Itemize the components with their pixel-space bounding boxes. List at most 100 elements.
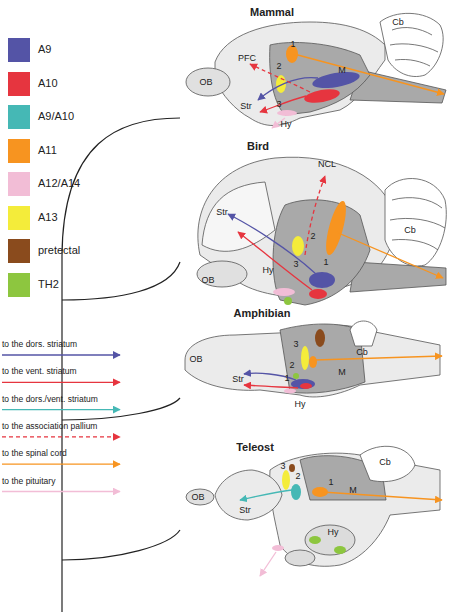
legend-line-sample: [2, 409, 120, 410]
cerebellum-shape: [360, 446, 415, 481]
projection-arrow: [258, 78, 318, 100]
legend-swatch: [8, 206, 30, 230]
legend-text: A13: [38, 212, 58, 223]
th2-nucleus: [293, 373, 299, 379]
projection-arrow: [322, 492, 442, 500]
legend-swatch: [8, 239, 30, 263]
a9-a10-nucleus: [291, 484, 301, 500]
legend-text: to the pituitary: [2, 477, 55, 486]
cerebellum-folia: [390, 198, 445, 250]
legend-line-sample: [2, 382, 120, 383]
amphibian-brain: [185, 321, 440, 397]
legend-swatch: [8, 38, 30, 62]
projection-arrow: [244, 385, 298, 388]
a9-nucleus: [311, 69, 361, 91]
legend-swatch: [8, 139, 30, 163]
taxon-title: Bird: [247, 141, 269, 152]
region-label: Hy: [328, 528, 339, 537]
region-label: 2: [310, 232, 315, 241]
projection-arrow: [315, 356, 442, 360]
legend-text: to the association pallium: [2, 422, 97, 431]
region-label: M: [338, 66, 346, 75]
region-label: 3: [276, 100, 281, 109]
cerebellum-shape: [380, 13, 443, 76]
taxon-title: Amphibian: [234, 308, 291, 319]
a13-nucleus: [282, 470, 290, 490]
a10-nucleus: [300, 383, 312, 389]
brainstem-shape: [350, 262, 446, 292]
a12-a14-nucleus: [277, 110, 297, 116]
amphibian-projections: [244, 356, 442, 388]
region-label: Hy: [295, 400, 306, 409]
mammal-brain: [186, 13, 446, 125]
legend-text: A9: [38, 44, 51, 55]
legend-text: A11: [38, 145, 57, 156]
legend-text: to the dors./vent. striatum: [2, 395, 98, 404]
olfactory-bulb: [186, 68, 230, 96]
region-label: 3: [293, 260, 298, 269]
region-label: M: [338, 368, 346, 377]
region-label: Str: [232, 375, 244, 384]
legend-swatch: [8, 105, 30, 129]
th2-nucleus: [334, 546, 346, 554]
tree-branch: [62, 530, 180, 560]
projection-arrow: [260, 96, 306, 112]
th2-nucleus: [284, 297, 292, 305]
legend-swatch: [8, 273, 30, 297]
legend-line-sample: [2, 354, 120, 355]
teleost-brain: [186, 446, 440, 566]
midbrain-region: [270, 42, 370, 115]
a13-nucleus: [292, 236, 304, 256]
region-label: Cb: [356, 348, 368, 357]
region-label: Cb: [392, 18, 404, 27]
olfactory-bulb: [186, 489, 214, 505]
region-label: Str: [239, 506, 251, 515]
bird-projections: [228, 176, 443, 290]
cerebellum-folia: [390, 28, 438, 66]
projection-arrow: [305, 176, 325, 255]
legend-swatch: [8, 172, 30, 196]
midbrain-region: [273, 200, 370, 305]
legend-text: A12/A14: [38, 178, 80, 189]
tree-trunk: [61, 258, 62, 612]
legend-text: to the spinal cord: [2, 449, 67, 458]
legend-line-sample: [2, 491, 120, 492]
taxon-title: Mammal: [250, 7, 294, 18]
region-label: 2: [289, 361, 294, 370]
region-label: 2: [295, 472, 300, 481]
region-label: 3: [280, 462, 285, 471]
a12-a14-nucleus: [273, 288, 295, 296]
region-label: Hy: [263, 266, 274, 275]
legend-line-samples: [2, 355, 120, 492]
pretectal-nucleus: [289, 464, 295, 472]
olfactory-bulb: [197, 261, 247, 287]
region-label: 1: [284, 374, 289, 383]
phylogeny-tree: [62, 118, 180, 612]
region-label: Str: [240, 102, 252, 111]
striatum-outline: [202, 182, 275, 251]
legend-swatch: [8, 72, 30, 96]
projection-arrow: [240, 490, 292, 500]
teleost-nuclei: [272, 464, 346, 554]
mammal-projections: [250, 54, 444, 128]
legend-text: to the dors. striatum: [2, 340, 77, 349]
a10-nucleus: [303, 87, 341, 105]
a11-nucleus: [322, 199, 350, 257]
projection-arrow: [336, 232, 443, 278]
cerebellum-shape: [385, 179, 446, 266]
projection-arrow: [238, 232, 312, 290]
region-label: OB: [201, 276, 214, 285]
amphibian-nuclei: [284, 329, 325, 394]
taxon-title: Teleost: [236, 442, 274, 453]
region-label: Cb: [404, 226, 416, 235]
mammal-nuclei: [276, 45, 361, 116]
hypothalamus-lobe: [285, 550, 315, 566]
region-label: OB: [191, 493, 204, 502]
region-label: Str: [216, 208, 228, 217]
projection-arrow: [260, 552, 276, 576]
a11-nucleus: [309, 356, 317, 368]
cerebrum-shape: [215, 22, 385, 126]
region-label: 3: [293, 340, 298, 349]
